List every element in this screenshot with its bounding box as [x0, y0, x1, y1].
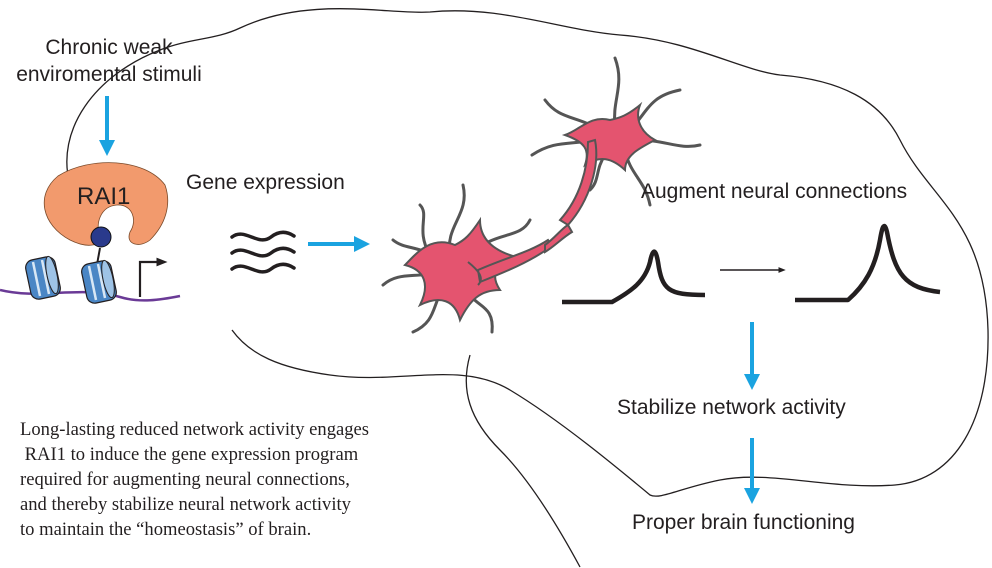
summary-line: Long-lasting reduced network activity en…	[20, 419, 370, 440]
neuron-lower	[381, 183, 554, 334]
summary-line: required for augmenting neural connectio…	[20, 469, 350, 490]
nucleosome-1	[25, 255, 61, 300]
summary-line: to maintain the “homeostasis” of brain.	[20, 519, 312, 540]
augment-connections-label: Augment neural connections	[641, 180, 908, 203]
spike-trace-small	[562, 249, 706, 305]
summary-line: and thereby stabilize neural network act…	[20, 494, 351, 515]
spike-trace-large	[795, 223, 941, 303]
transcription-start-arrow	[138, 257, 168, 297]
summary-text: Long-lasting reduced network activity en…	[20, 417, 369, 542]
ligand-ball	[90, 226, 112, 248]
stimuli-label: Chronic weak enviromental stimuli	[16, 36, 202, 86]
brain-outline	[66, 8, 989, 497]
stabilize-activity-label: Stabilize network activity	[617, 396, 846, 419]
rai1-protein	[43, 162, 169, 246]
summary-line: RAI1 to induce the gene expression progr…	[20, 444, 359, 465]
mrna-icon	[230, 230, 296, 274]
neuron-upper	[530, 56, 702, 254]
nucleosome-2	[81, 259, 117, 304]
brain-stem	[465, 354, 581, 568]
rai1-label: RAI1	[77, 183, 131, 210]
gene-expression-label: Gene expression	[186, 171, 345, 194]
proper-functioning-label: Proper brain functioning	[632, 511, 855, 534]
